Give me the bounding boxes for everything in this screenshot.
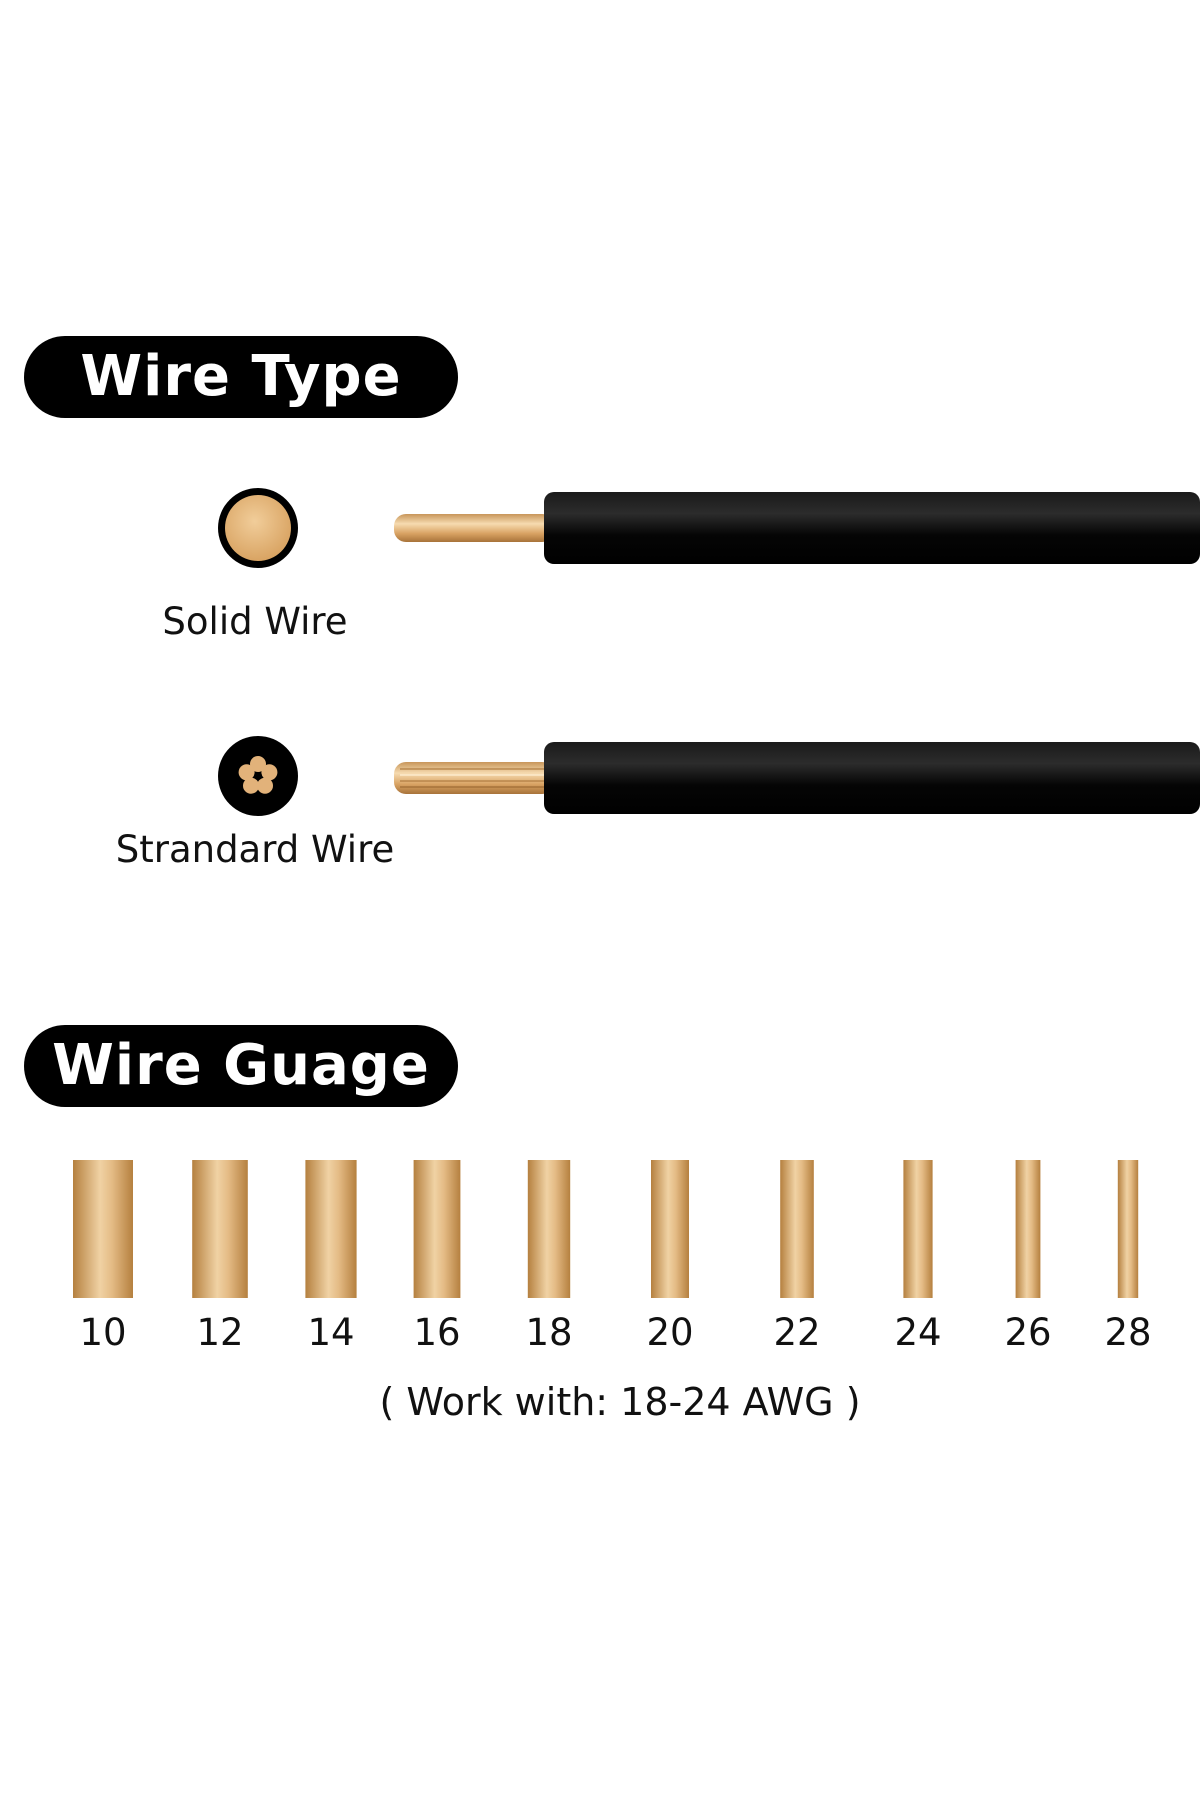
wire-type-heading: Wire Type xyxy=(24,336,458,418)
gauge-bar-24 xyxy=(903,1160,933,1298)
gauge-label-22: 22 xyxy=(773,1311,820,1354)
gauge-label-12: 12 xyxy=(196,1311,243,1354)
gauge-bar-28 xyxy=(1117,1160,1139,1298)
gauge-label-26: 26 xyxy=(1004,1311,1051,1354)
gauge-bar-10 xyxy=(73,1160,133,1298)
gauge-label-28: 28 xyxy=(1104,1311,1151,1354)
solid-wire-cross-section-icon xyxy=(218,488,298,568)
wire-gauge-chart: 10 12 14 16 18 20 22 24 26 28 xyxy=(73,1160,1152,1354)
gauge-label-24: 24 xyxy=(894,1311,941,1354)
gauge-bar-20 xyxy=(651,1160,689,1298)
gauge-label-10: 10 xyxy=(79,1311,126,1354)
gauge-label-14: 14 xyxy=(307,1311,354,1354)
gauge-bar-22 xyxy=(780,1160,814,1298)
stranded-wire-label: Strandard Wire xyxy=(115,828,395,871)
gauge-bar-12 xyxy=(192,1160,248,1298)
wire-gauge-heading: Wire Guage xyxy=(24,1025,458,1107)
gauge-label-16: 16 xyxy=(413,1311,460,1354)
stranded-wire-cable xyxy=(394,742,1200,814)
gauge-bar-14 xyxy=(305,1160,357,1298)
gauge-bar-18 xyxy=(527,1160,571,1298)
gauge-bar-26 xyxy=(1015,1160,1041,1298)
gauge-label-18: 18 xyxy=(525,1311,572,1354)
solid-wire-label: Solid Wire xyxy=(162,600,348,643)
gauge-label-20: 20 xyxy=(646,1311,693,1354)
stranded-wire-cross-section-icon xyxy=(218,736,298,816)
solid-wire-cable xyxy=(394,492,1200,564)
gauge-bar-16 xyxy=(413,1160,461,1298)
awg-compatibility-note: ( Work with: 18-24 AWG ) xyxy=(379,1380,861,1424)
